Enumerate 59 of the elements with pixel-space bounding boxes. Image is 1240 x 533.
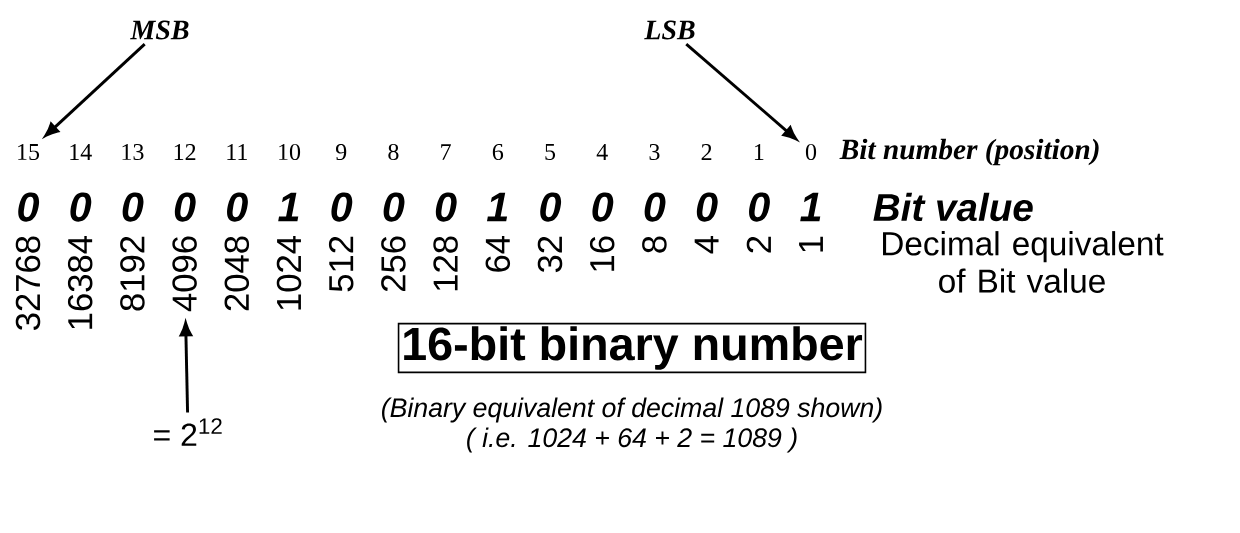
- bit-number: 5: [545, 144, 556, 160]
- annotation-text: MSB: [130, 20, 189, 40]
- row-label: Bit value: [873, 192, 1033, 222]
- bit-value: 1: [487, 192, 508, 222]
- bit-value: 0: [696, 192, 718, 222]
- decimal-value: 256: [381, 236, 406, 292]
- decimal-value: 32768: [15, 236, 41, 330]
- bit-number: 8: [388, 143, 399, 161]
- decimal-value: 512: [328, 236, 354, 292]
- leader-arrow: [44, 43, 146, 137]
- caption-text: (Binary equivalent of decimal 1089 shown): [382, 397, 882, 423]
- bit-number: 6: [492, 143, 504, 161]
- decimal-value: 4: [694, 235, 719, 254]
- decimal-value: 32: [537, 236, 563, 273]
- bit-value: 1: [278, 192, 299, 222]
- bit-number: 15: [18, 143, 40, 161]
- bit-value: 0: [227, 192, 248, 222]
- decimal-value: 2: [746, 236, 771, 253]
- bit-value: 0: [749, 192, 770, 222]
- decimal-value: 1024: [276, 235, 302, 310]
- bit-value: 0: [435, 192, 457, 222]
- row-label: Decimal equivalent of Bit value: [883, 231, 1164, 293]
- bit-value: 0: [122, 192, 144, 222]
- bit-value: 0: [331, 192, 353, 222]
- leader-arrow: [685, 43, 798, 141]
- annotation-text: = 2$^{12}$: [154, 418, 222, 446]
- bit-value: 1: [800, 192, 821, 222]
- bit-number: 9: [336, 143, 347, 161]
- bit-number: 2: [701, 144, 712, 160]
- decimal-value: 64: [485, 235, 511, 272]
- bit-number: 14: [70, 144, 92, 160]
- decimal-value: 16384: [67, 235, 93, 329]
- bit-value: 0: [383, 192, 405, 222]
- bit-number: 1: [754, 144, 764, 160]
- decimal-value: 8192: [120, 236, 145, 311]
- bit-number: 10: [279, 143, 301, 161]
- bit-value: 0: [18, 192, 40, 222]
- bit-number: 13: [122, 143, 144, 161]
- title-box: 16-bit binary number: [397, 322, 867, 374]
- bit-number: 11: [227, 144, 247, 160]
- decimal-value: 4096: [172, 236, 197, 312]
- bit-value: 0: [592, 192, 614, 222]
- bit-number: 7: [441, 144, 451, 160]
- bit-value: 0: [644, 192, 666, 222]
- decimal-value: 8: [642, 236, 667, 253]
- bit-number: 12: [174, 144, 196, 160]
- decimal-value: 1: [799, 236, 823, 252]
- decimal-value: 16: [589, 236, 615, 271]
- annotation-text: LSB: [644, 20, 695, 40]
- bit-value: 0: [70, 192, 92, 222]
- row-label: Bit number (position): [839, 138, 1099, 166]
- bit-number: 0: [805, 143, 817, 161]
- bit-number: 3: [649, 143, 660, 161]
- decimal-value: 128: [433, 236, 458, 291]
- bit-value: 0: [540, 192, 562, 222]
- caption-text: ( i.e. 1024 + 64 + 2 = 1089 ): [467, 427, 797, 453]
- decimal-value: 2048: [224, 236, 250, 311]
- bit-value: 0: [174, 192, 196, 222]
- bit-number: 4: [596, 144, 608, 160]
